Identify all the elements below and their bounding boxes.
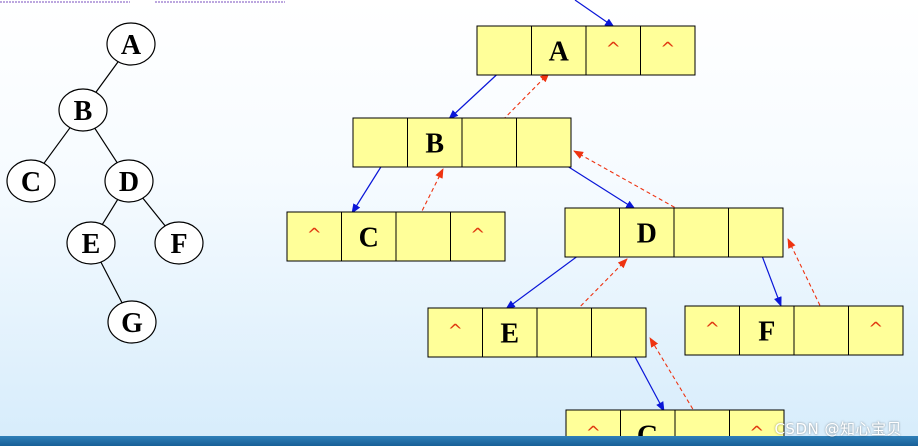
tree-node-circle [154,221,204,265]
tree-node-E: E [66,221,116,265]
linked-node-label: D [637,219,657,250]
null-pointer-mark: ^ [868,319,883,340]
data-field [482,307,538,358]
incoming-root-pointer [574,0,615,28]
linked-node-label: A [549,37,570,68]
data-field [531,25,587,76]
linked-node-B: B [352,117,572,168]
tree-node-circle [66,221,116,265]
left-pointer-field [684,305,740,356]
tree-edge-B-C [43,127,71,164]
parent-pointer-field [793,305,849,356]
parent-pointer-field [673,207,729,258]
data-field [407,117,463,168]
parent-pointer-field [585,25,641,76]
null-pointer-mark: ^ [606,39,621,60]
null-pointer-mark: ^ [307,225,322,246]
parent-pointer-field [395,211,451,262]
linked-node-label: E [500,319,519,350]
parent-pointer-field [461,117,517,168]
null-pointer-mark: ^ [660,39,675,60]
right-pointer-field [516,117,572,168]
watermark-text: CSDN @知心宝贝 [774,420,902,438]
null-pointer-mark: ^ [448,321,463,342]
right-pointer-field [728,207,784,258]
linked-node-label: B [425,129,444,160]
parent-pointer-B-to-A [492,72,550,131]
tree-node-circle [6,159,56,203]
tree-node-label: A [121,30,142,61]
right-pointer-field [848,305,904,356]
parent-pointer-G-to-E [649,337,701,422]
tree-node-label: E [82,229,101,260]
tree-node-circle [106,22,156,66]
tree-edge-E-G [100,261,123,304]
linked-node-label: F [758,317,775,348]
pointer-A-left-to-B [448,66,506,120]
pointer-B-left-to-C [351,161,385,214]
linked-node-E: E^ [427,307,647,358]
linked-node-A: A ^ ^ [476,25,696,76]
parent-pointer-F-to-D [787,238,827,319]
right-pointer-field [591,307,647,358]
tree-node-C: C [6,159,56,203]
linked-node-C: C ^ ^ [286,211,506,262]
left-pointer-field [564,207,620,258]
tree-node-circle [104,159,154,203]
left-pointer-field [352,117,408,168]
tree-node-circle [58,88,108,132]
tree-node-label: D [119,167,139,198]
data-field [739,305,795,356]
left-pointer-field [286,211,342,262]
tree-edge-A-B [95,61,119,93]
right-pointer-field [450,211,506,262]
tree-node-circle [107,300,157,344]
tree-node-label: F [170,229,187,260]
left-pointer-field [476,25,532,76]
null-pointer-mark: ^ [470,225,485,246]
tree-edge-D-E [101,199,119,225]
linked-node-D: D [564,207,784,258]
linked-node-F: F ^ ^ [684,305,904,356]
null-pointer-mark: ^ [705,319,720,340]
bottom-bar [0,436,918,446]
tree-node-A: A [106,22,156,66]
tree-node-label: G [121,308,143,339]
linked-node-label: C [359,223,379,254]
tree-node-G: G [107,300,157,344]
tree-edge-B-D [94,127,118,164]
right-pointer-field [640,25,696,76]
tree-node-label: C [21,167,41,198]
tree-node-label: B [74,96,93,127]
tree-structure: A B C DE F G [6,22,204,344]
tree-node-B: B [58,88,108,132]
parent-pointer-field [536,307,592,358]
tree-node-D: D [104,159,154,203]
linked-representation: A^^BC^^DE^F^^G^^ [286,25,904,446]
tree-edge-D-F [142,197,166,227]
left-pointer-field [427,307,483,358]
tree-node-F: F [154,221,204,265]
